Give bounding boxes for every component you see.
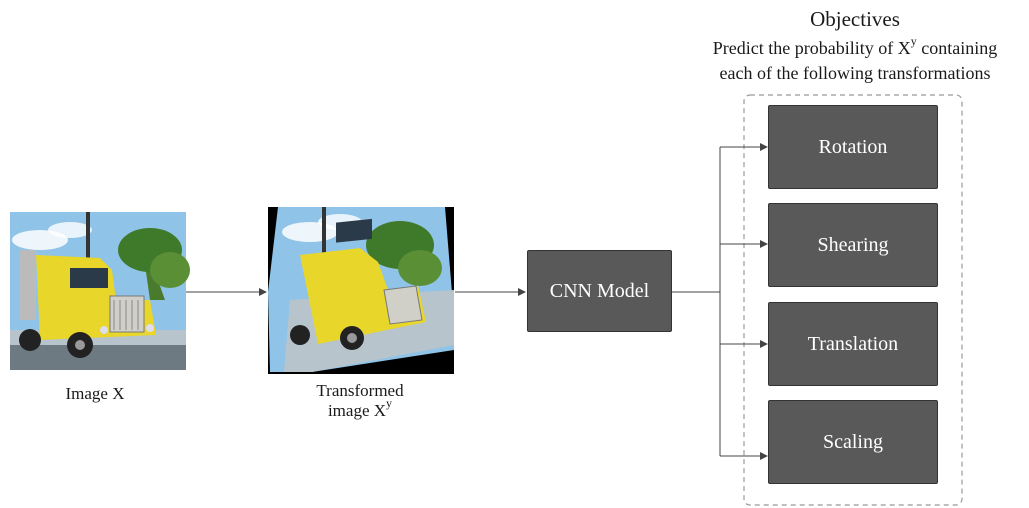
- input-image-caption-text: Image X: [65, 384, 125, 403]
- input-image: [10, 212, 190, 370]
- transformation-node-translation: Translation: [768, 302, 938, 386]
- objectives-container: [743, 94, 963, 506]
- transformed-caption-line1: Transformed: [316, 381, 404, 400]
- objectives-line1-superscript: y: [910, 34, 917, 48]
- objectives-description-line1: Predict the probability of Xy containing: [670, 34, 1029, 60]
- transformed-image: [268, 207, 454, 374]
- cnn-model-node: CNN Model: [527, 250, 672, 332]
- objectives-line1-prefix: Predict the probability of X: [712, 38, 911, 58]
- objectives-title: Objectives: [810, 7, 900, 31]
- objectives-line1-suffix: containing: [916, 38, 998, 58]
- objectives-description-line2: each of the following transformations: [719, 63, 991, 83]
- transformation-node-shearing: Shearing: [768, 203, 938, 287]
- transformation-node-scaling: Scaling: [768, 400, 938, 484]
- transformed-caption-line2-text: image X: [327, 401, 387, 420]
- transformation-node-rotation: Rotation: [768, 105, 938, 189]
- input-image-caption: Image X: [40, 384, 150, 404]
- transformed-image-caption: Transformed image Xy: [290, 381, 430, 421]
- transformed-caption-superscript: y: [386, 396, 393, 411]
- transformed-caption-line2: image Xy: [290, 397, 430, 421]
